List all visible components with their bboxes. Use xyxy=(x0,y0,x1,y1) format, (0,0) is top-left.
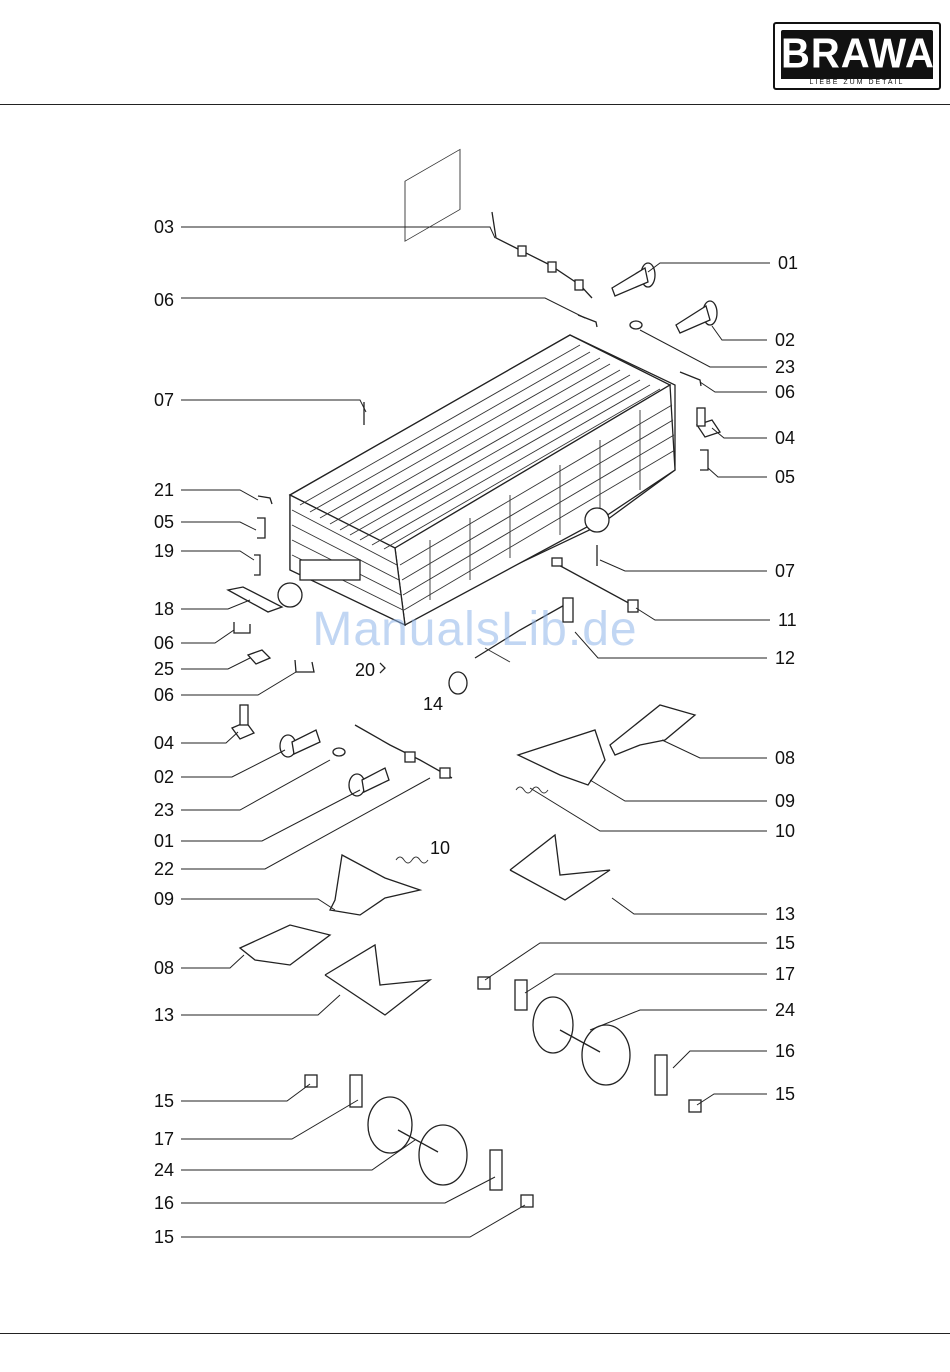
leader-line-19 xyxy=(181,551,254,560)
part-10-spring xyxy=(396,787,548,863)
callout-label-06: 06 xyxy=(154,685,174,705)
part-23-pin xyxy=(630,321,642,329)
leader-line-04 xyxy=(181,732,238,743)
leader-line-01 xyxy=(648,263,770,272)
leader-line-07 xyxy=(600,560,767,571)
callout-label-09: 09 xyxy=(775,791,795,811)
callout-label-05: 05 xyxy=(154,512,174,532)
callout-label-25: 25 xyxy=(154,659,174,679)
leader-line-17 xyxy=(181,1100,358,1139)
callout-label-07: 07 xyxy=(154,390,174,410)
callout-label-01: 01 xyxy=(154,831,174,851)
callout-label-16: 16 xyxy=(154,1193,174,1213)
part-01-buffer-lower xyxy=(349,768,389,796)
callout-label-14: 14 xyxy=(423,694,443,714)
watermark: ManualsLib.de xyxy=(0,602,950,657)
callout-label-24: 24 xyxy=(154,1160,174,1180)
part-20-hook xyxy=(380,663,385,673)
callout-label-17: 17 xyxy=(154,1129,174,1149)
part-21-clip xyxy=(258,496,272,504)
callout-label-13: 13 xyxy=(154,1005,174,1025)
leader-line-17 xyxy=(525,974,767,993)
callout-label-10: 10 xyxy=(775,821,795,841)
callout-label-10: 10 xyxy=(430,838,450,858)
callout-label-05: 05 xyxy=(775,467,795,487)
callout-label-15: 15 xyxy=(154,1227,174,1247)
leader-line-13 xyxy=(181,995,340,1015)
leader-line-10 xyxy=(530,788,767,831)
part-16-axle-guard xyxy=(490,1055,667,1190)
part-15-bearing-cap xyxy=(305,977,701,1207)
callout-label-15: 15 xyxy=(775,1084,795,1104)
callout-label-23: 23 xyxy=(775,357,795,377)
leader-line-15 xyxy=(181,1084,310,1101)
callout-label-07: 07 xyxy=(775,561,795,581)
leader-line-02 xyxy=(712,326,767,340)
leader-line-05 xyxy=(181,522,256,530)
callout-label-04: 04 xyxy=(154,733,174,753)
callout-label-13: 13 xyxy=(775,904,795,924)
leader-line-16 xyxy=(673,1051,767,1068)
callout-label-23: 23 xyxy=(154,800,174,820)
leader-line-23 xyxy=(640,330,767,367)
callout-label-01: 01 xyxy=(778,253,798,273)
leader-line-05 xyxy=(708,468,767,477)
leader-line-08 xyxy=(181,955,244,968)
leader-line-02 xyxy=(181,750,285,777)
leader-line-09 xyxy=(181,899,335,910)
part-02-buffer xyxy=(676,301,717,333)
wagon-body xyxy=(278,149,675,625)
callout-label-06: 06 xyxy=(775,382,795,402)
callout-label-04: 04 xyxy=(775,428,795,448)
leader-line-15 xyxy=(697,1094,767,1105)
leader-line-04 xyxy=(712,428,767,438)
callout-label-20: 20 xyxy=(355,660,375,680)
leader-line-23 xyxy=(181,760,330,810)
leader-line-07 xyxy=(181,400,366,412)
leader-line-08 xyxy=(662,740,767,758)
callout-label-02: 02 xyxy=(775,330,795,350)
leader-line-06 xyxy=(700,382,767,392)
part-03-brake-rod xyxy=(492,212,592,298)
leader-line-01 xyxy=(181,790,360,841)
leader-line-24 xyxy=(590,1010,767,1030)
leader-line-13 xyxy=(612,898,767,914)
callout-label-16: 16 xyxy=(775,1041,795,1061)
leader-line-03 xyxy=(181,227,495,238)
part-01-buffer xyxy=(612,263,655,296)
callout-label-24: 24 xyxy=(775,1000,795,1020)
leader-line-25 xyxy=(181,658,250,669)
callout-label-22: 22 xyxy=(154,859,174,879)
callout-label-06: 06 xyxy=(154,290,174,310)
callout-label-17: 17 xyxy=(775,964,795,984)
callout-label-21: 21 xyxy=(154,480,174,500)
callout-label-19: 19 xyxy=(154,541,174,561)
callout-label-08: 08 xyxy=(154,958,174,978)
leader-line-06 xyxy=(181,672,296,695)
part-02-buffer-lower xyxy=(280,730,320,757)
leader-line-21 xyxy=(181,490,258,500)
leader-line-06 xyxy=(181,298,585,318)
callout-label-09: 09 xyxy=(154,889,174,909)
part-14-cylinder xyxy=(449,672,467,694)
leader-line-15 xyxy=(181,1205,525,1237)
part-22-brake-rod xyxy=(355,725,452,778)
leader-line-22 xyxy=(181,778,430,869)
callout-label-15: 15 xyxy=(154,1091,174,1111)
part-19-handrail xyxy=(254,555,260,575)
part-13-axle-frame xyxy=(325,835,610,1015)
leader-line-09 xyxy=(590,780,767,801)
part-23-pin-lower xyxy=(333,748,345,756)
callout-label-03: 03 xyxy=(154,217,174,237)
callout-label-15: 15 xyxy=(775,933,795,953)
callout-label-02: 02 xyxy=(154,767,174,787)
callout-label-08: 08 xyxy=(775,748,795,768)
